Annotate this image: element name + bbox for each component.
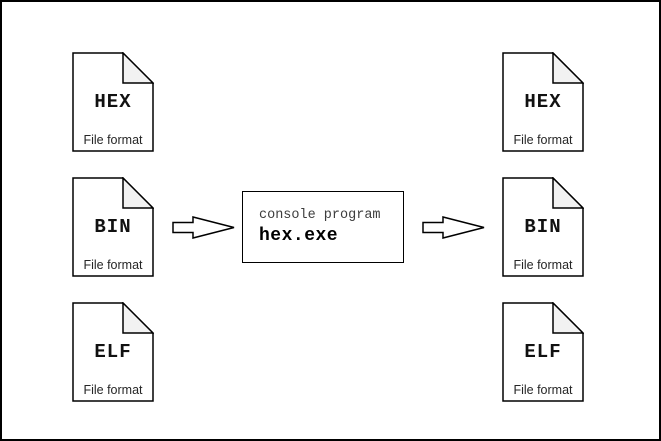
converter-box: console program hex.exe xyxy=(242,191,404,263)
file-elf-input: ELF File format xyxy=(72,302,154,402)
file-format-name: HEX xyxy=(524,91,562,113)
file-format-caption: File format xyxy=(513,133,573,147)
file-hex-input: HEX File format xyxy=(72,52,154,152)
document-icon xyxy=(72,52,154,152)
file-format-name: BIN xyxy=(524,216,562,238)
file-format-name: ELF xyxy=(94,341,132,363)
file-format-caption: File format xyxy=(513,383,573,397)
file-bin-output: BIN File format xyxy=(502,177,584,277)
document-icon xyxy=(502,52,584,152)
file-hex-output: HEX File format xyxy=(502,52,584,152)
file-format-caption: File format xyxy=(83,383,143,397)
document-icon xyxy=(502,302,584,402)
file-format-caption: File format xyxy=(83,133,143,147)
file-format-name: ELF xyxy=(524,341,562,363)
document-icon xyxy=(72,177,154,277)
converter-program-name: hex.exe xyxy=(259,226,339,246)
file-bin-input: BIN File format xyxy=(72,177,154,277)
file-elf-output: ELF File format xyxy=(502,302,584,402)
file-format-caption: File format xyxy=(83,258,143,272)
file-format-name: BIN xyxy=(94,216,132,238)
converter-description: console program xyxy=(259,208,381,223)
document-icon xyxy=(502,177,584,277)
arrow-right-icon xyxy=(422,216,485,239)
file-format-name: HEX xyxy=(94,91,132,113)
document-icon xyxy=(72,302,154,402)
file-format-caption: File format xyxy=(513,258,573,272)
arrow-right-icon xyxy=(172,216,235,239)
